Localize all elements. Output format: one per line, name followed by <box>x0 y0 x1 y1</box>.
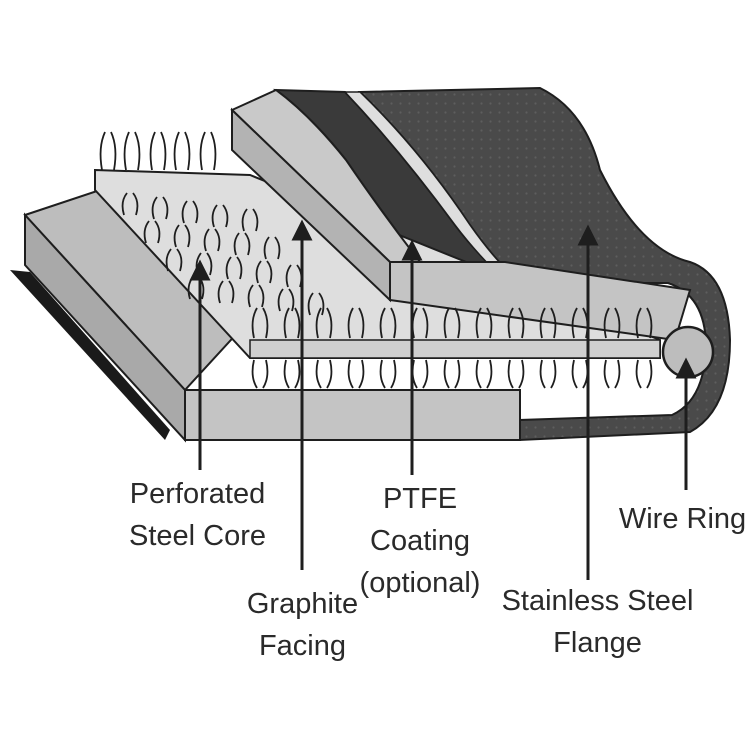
perforation-tang <box>241 208 259 232</box>
perforation-tang <box>347 359 365 389</box>
perforation-tang <box>539 359 557 389</box>
perforation-tang <box>173 224 191 248</box>
perforation-tang <box>199 131 217 171</box>
perforation-tang <box>225 256 243 280</box>
perforation-tang <box>443 307 461 339</box>
label-ptfe-coating: PTFE Coating (optional) <box>345 478 495 604</box>
perforation-tang <box>635 359 653 389</box>
label-ptfe-line3: (optional) <box>359 567 481 599</box>
perforation-tang <box>251 359 269 389</box>
perforation-tang <box>315 307 333 339</box>
label-perforated-line2: Steel Core <box>128 520 266 552</box>
label-stainless-steel-flange: Stainless Steel Flange <box>490 580 705 664</box>
perforation-tang <box>233 232 251 256</box>
perforation-tang <box>123 131 141 171</box>
perforation-tang <box>277 288 295 312</box>
perforation-tang <box>315 359 333 389</box>
label-ptfe-line2: Coating <box>370 525 470 557</box>
perforation-tang <box>507 359 525 389</box>
label-wire-ring: Wire Ring <box>615 498 750 540</box>
upper-graphite-front <box>389 261 692 342</box>
perforation-tang <box>255 260 273 284</box>
perforation-tang <box>603 307 621 339</box>
label-perforated-steel-core: Perforated Steel Core <box>110 473 285 557</box>
wire-ring-circle <box>661 325 715 379</box>
perforation-tang <box>283 359 301 389</box>
perforation-tang <box>347 307 365 339</box>
perforation-tang <box>247 284 265 308</box>
label-ptfe-line1: PTFE <box>382 483 458 515</box>
label-flange-line1: Stainless Steel <box>501 585 694 617</box>
label-wire-ring-line1: Wire Ring <box>618 503 747 535</box>
perforation-tang <box>99 131 117 171</box>
perforation-tang <box>181 200 199 224</box>
perforation-tang <box>507 307 525 339</box>
perforation-tang <box>149 131 167 171</box>
label-graphite-line1: Graphite <box>246 588 359 620</box>
perforation-tang <box>283 307 301 339</box>
label-flange-line2: Flange <box>553 627 642 659</box>
perforation-tang <box>475 359 493 389</box>
perforation-tang <box>173 131 191 171</box>
perforation-tang <box>263 236 281 260</box>
label-graphite-facing: Graphite Facing <box>220 583 385 667</box>
steel-core-edge <box>249 339 661 359</box>
perforation-tang <box>443 359 461 389</box>
perforation-tang <box>165 248 183 272</box>
label-perforated-line1: Perforated <box>129 478 266 510</box>
perforation-tang <box>411 359 429 389</box>
perforation-tang <box>603 359 621 389</box>
perforation-tang <box>475 307 493 339</box>
perforation-tang <box>217 280 235 304</box>
perforation-tang <box>211 204 229 228</box>
label-graphite-line2: Facing <box>258 630 347 662</box>
perforation-tang <box>635 307 653 339</box>
perforation-tang <box>307 292 325 316</box>
perforation-tang <box>151 196 169 220</box>
perforation-tang <box>121 192 139 216</box>
perforation-tangs <box>99 131 653 389</box>
perforation-tang <box>539 307 557 339</box>
perforation-tang <box>379 307 397 339</box>
perforation-tang <box>571 359 589 389</box>
perforation-tang <box>379 359 397 389</box>
base-shadow-edge <box>10 270 170 440</box>
leader-arrows <box>189 219 697 580</box>
perforation-tang <box>203 228 221 252</box>
lower-graphite-side <box>184 389 521 441</box>
perforation-tang <box>251 307 269 339</box>
perforation-tang <box>143 220 161 244</box>
